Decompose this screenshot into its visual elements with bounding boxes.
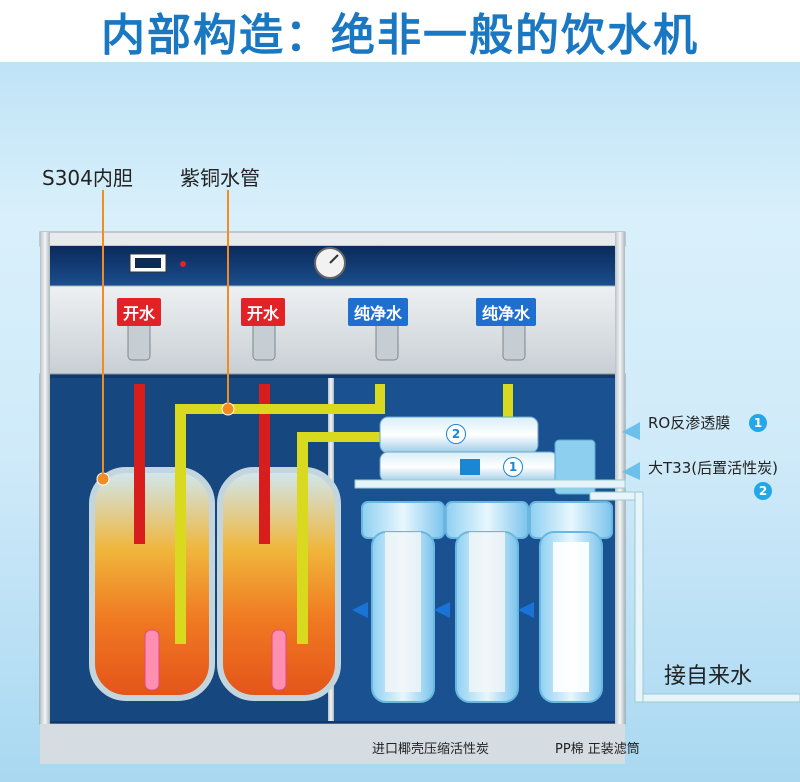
page-title: 内部构造：绝非一般的饮水机	[101, 10, 699, 61]
membrane-upper-badge: 2	[446, 424, 466, 444]
diagram-stage: 开水 开水 纯净水 纯净水 S304内胆 紫铜水管 RO反渗透膜 1 大T33(…	[0, 62, 800, 782]
membrane-lower-badge: 1	[503, 457, 523, 477]
t33-badge: 2	[754, 482, 772, 500]
tap-label-pure-2: 纯净水	[476, 298, 537, 326]
callout-tank-liner: S304内胆	[42, 166, 133, 190]
callout-filter-left: 进口椰壳压缩活性炭	[372, 742, 490, 757]
callout-t33: 大T33(后置活性炭)	[648, 459, 778, 477]
callout-inlet: 接自来水	[664, 664, 753, 689]
callout-ro-membrane: RO反渗透膜	[648, 414, 731, 432]
tap-label-hot-2: 开水	[241, 298, 286, 326]
tap-label-pure-1: 纯净水	[348, 298, 409, 326]
callout-copper-pipe: 紫铜水管	[180, 166, 260, 190]
tap-label-hot-1: 开水	[117, 298, 162, 326]
machine-illustration	[39, 190, 800, 764]
ro-membrane-badge: 1	[749, 414, 767, 432]
callout-filter-right: PP棉 正装滤筒	[555, 742, 640, 757]
